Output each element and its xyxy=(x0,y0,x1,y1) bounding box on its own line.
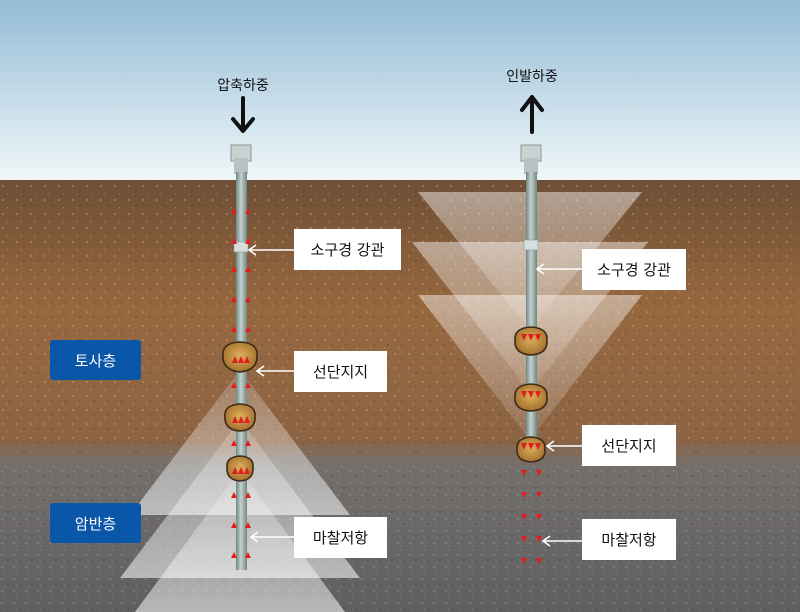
left-bulb-1 xyxy=(222,341,258,373)
sky xyxy=(0,0,800,182)
right-shear-label: 선단지지 xyxy=(582,425,676,466)
arrow-up-icon xyxy=(520,95,544,134)
left-bulb-3 xyxy=(226,455,254,482)
left-pile xyxy=(222,144,258,570)
right-friction-arrows xyxy=(521,334,542,564)
left-pipe-label: 소구경 강관 xyxy=(294,229,401,270)
left-shear-label: 선단지지 xyxy=(294,351,387,392)
arrow-down-icon xyxy=(231,96,255,133)
right-friction-label: 마찰저항 xyxy=(582,519,676,560)
left-friction-label: 마찰저항 xyxy=(294,517,387,558)
compression-load-label: 압축하중 xyxy=(217,78,269,94)
soil-layer-tag: 토사층 xyxy=(50,340,141,380)
rock-layer-tag: 암반층 xyxy=(50,503,141,543)
left-friction-arrows xyxy=(231,208,251,558)
right-pipe-label: 소구경 강관 xyxy=(582,249,686,290)
leader-lines xyxy=(247,244,582,547)
left-bulb-2 xyxy=(224,403,256,432)
pullout-load-label: 인발하중 xyxy=(506,69,558,85)
